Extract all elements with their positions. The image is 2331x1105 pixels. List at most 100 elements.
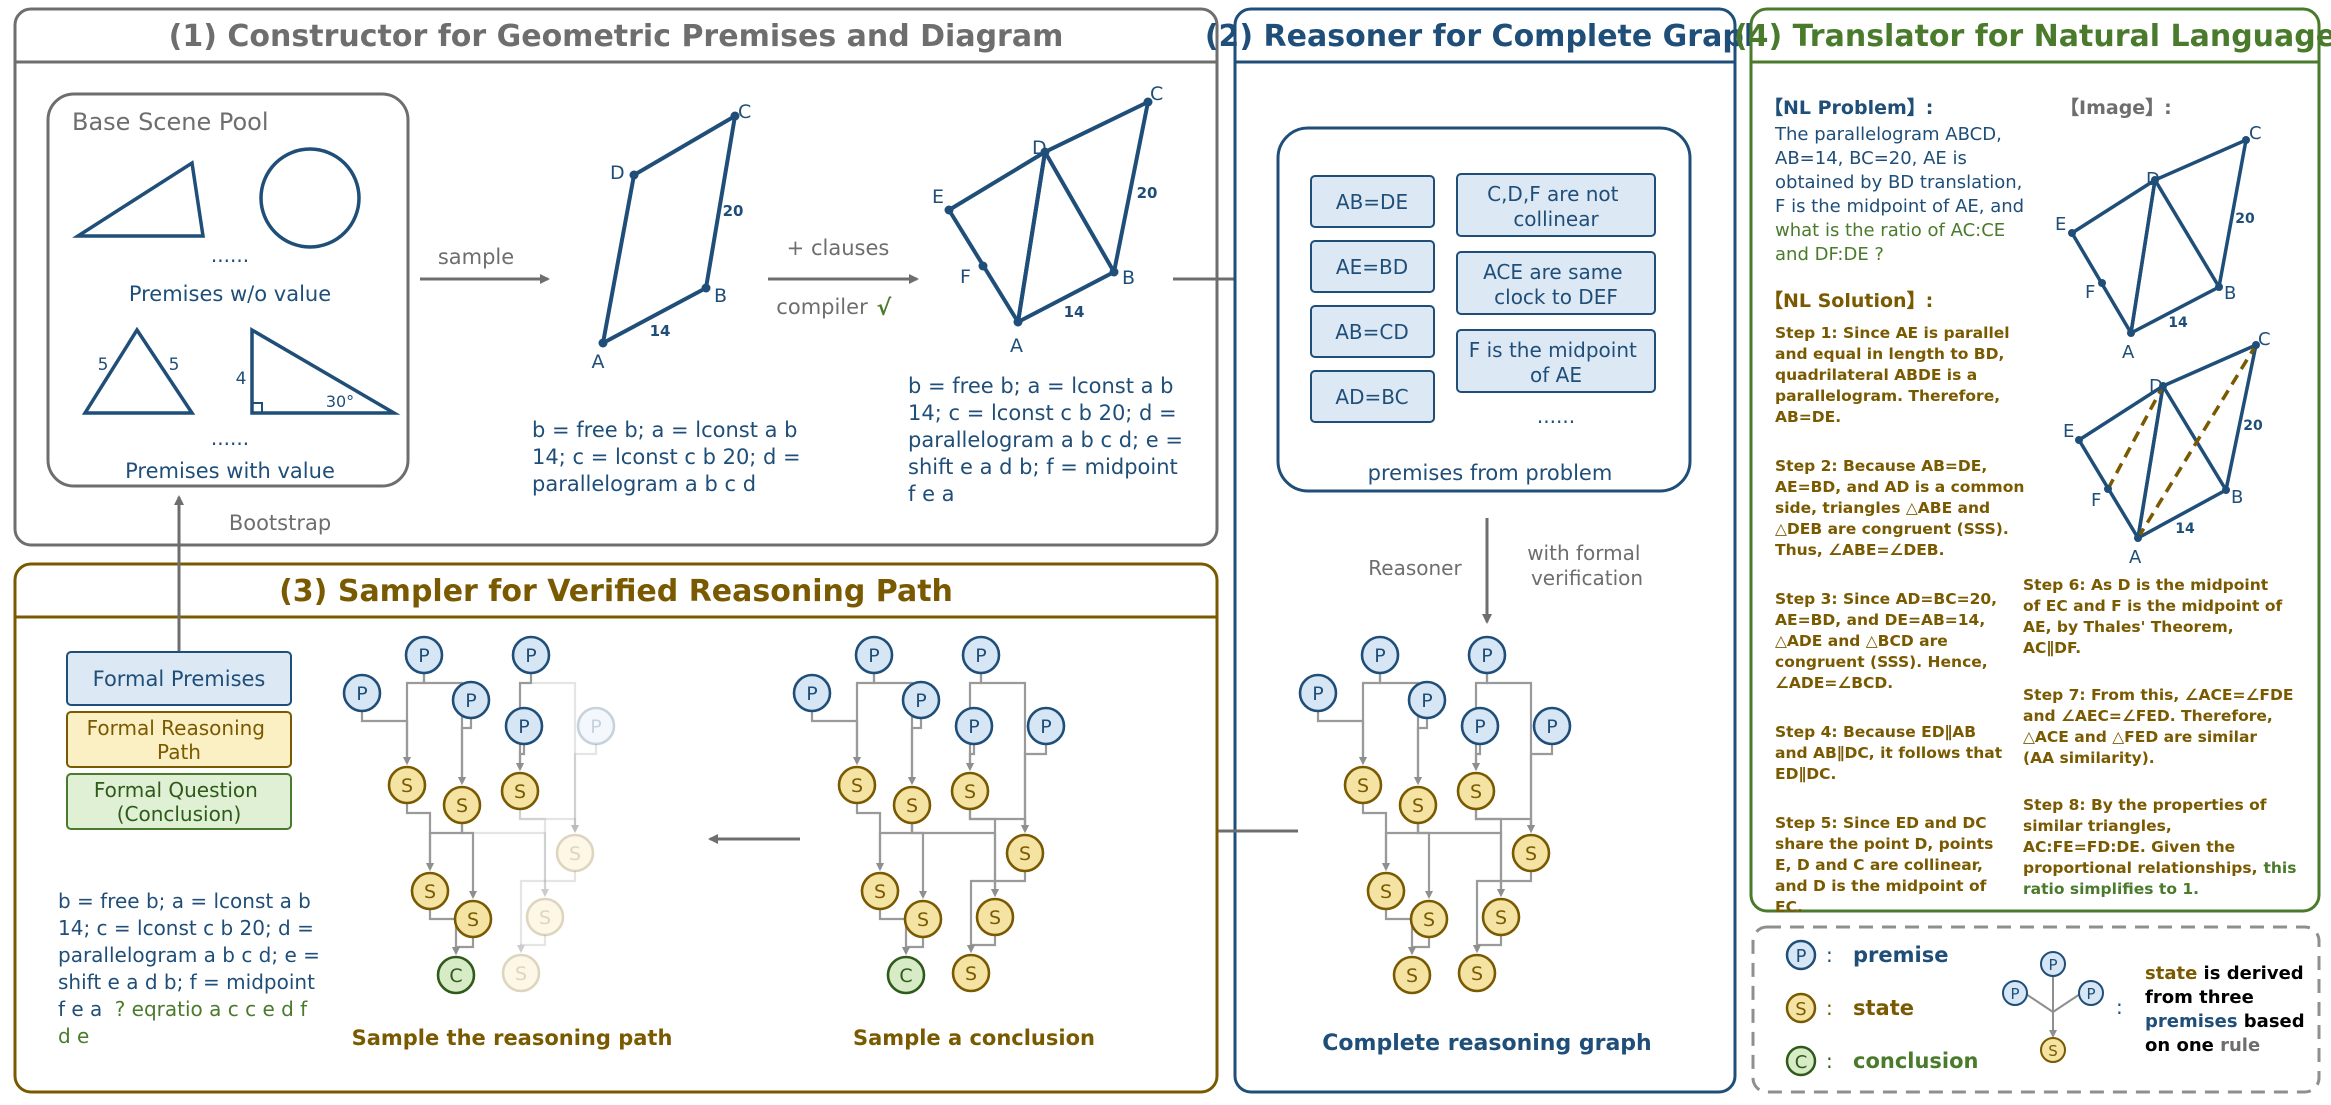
svg-text::: :	[2116, 995, 2123, 1019]
state-node-label: S	[569, 843, 581, 865]
graph-edge	[966, 744, 976, 771]
svg-text:E: E	[2055, 214, 2066, 235]
panel2-title: (2) Reasoner for Complete Graph	[1205, 19, 1765, 54]
svg-text:C: C	[2249, 123, 2262, 144]
premise-node-label: P	[1374, 645, 1385, 667]
state-node: S	[1392, 955, 1432, 995]
legend-description: state is derived from three premises bas…	[2145, 963, 2311, 1056]
premise-node: P	[854, 635, 894, 675]
premise-node: P	[342, 673, 382, 713]
solution-step: Step 2: Because AB=DE,AE=BD, and AD is a…	[1775, 457, 2024, 559]
pool-dots-2: ......	[211, 426, 249, 450]
graph-edge	[1473, 871, 1533, 953]
panel-translator: (4) Translator for Natural Language 【NL …	[1734, 7, 2331, 916]
svg-text:14: 14	[1064, 303, 1085, 321]
nl-problem-header: 【NL Problem】:	[1764, 96, 1933, 119]
graph-edge	[967, 871, 1027, 953]
parallelogram-extended-figure: A B C D E F 14 20	[932, 83, 1163, 357]
pool-isosceles-shape	[81, 326, 196, 415]
graph-edge	[910, 823, 999, 897]
svg-text:E: E	[2063, 421, 2074, 442]
reasoner-label: Reasoner	[1368, 556, 1462, 580]
code-block-3: b = free b; a = lconst a b 14; c = lcons…	[58, 889, 326, 1048]
image-header: 【Image】:	[2060, 96, 2172, 119]
svg-text:20: 20	[1137, 184, 1158, 202]
pool-right-triangle-shape	[250, 326, 401, 415]
svg-text::: :	[1826, 996, 1833, 1020]
premise-node: P	[1298, 673, 1338, 713]
state-node: S	[387, 765, 427, 805]
premise-chips-left: AB=DE AE=BD AB=CD AD=BC	[1310, 175, 1435, 423]
premise-node: P	[961, 635, 1001, 675]
svg-text::: :	[1826, 943, 1833, 967]
legend-premise: premise	[1853, 943, 1948, 967]
svg-text:P: P	[2048, 956, 2057, 974]
state-node-label: S	[1412, 795, 1424, 817]
bootstrap-label: Bootstrap	[229, 511, 331, 535]
svg-text:C,D,F are not collinea: C,D,F are not collinear	[1487, 182, 1625, 231]
graph-edge	[1416, 823, 1505, 897]
graph-edge	[1485, 673, 1535, 833]
svg-text:F: F	[2085, 282, 2095, 303]
svg-text:P: P	[2086, 985, 2095, 1003]
state-node-label: S	[1525, 843, 1537, 865]
svg-text:Formal Premises: Formal Premises	[93, 667, 266, 691]
premise-node: P	[511, 635, 551, 675]
state-node: S	[1511, 833, 1551, 873]
graph-edge	[1474, 809, 1535, 833]
premise-node: P	[901, 680, 941, 720]
conclusion-node-label: C	[899, 965, 912, 987]
svg-text:E: E	[932, 186, 944, 208]
iso-side-left: 5	[98, 355, 109, 375]
premise-node-label: P	[518, 716, 529, 738]
svg-text:B: B	[2224, 283, 2236, 304]
premise-node-label: P	[590, 716, 601, 738]
state-node-label: S	[1471, 963, 1483, 985]
svg-text:C: C	[1795, 1052, 1808, 1073]
graph-edge	[460, 823, 549, 897]
premise-node-label: P	[1421, 690, 1432, 712]
svg-text:B: B	[1122, 267, 1135, 289]
svg-text:F is the midpoint of A: F is the midpoint of AE	[1469, 338, 1643, 387]
svg-text:AD=BC: AD=BC	[1335, 385, 1408, 409]
premise-node: P	[1532, 706, 1572, 746]
conclusion-node-label: C	[449, 965, 462, 987]
graph-edge	[1472, 744, 1482, 771]
svg-text:D: D	[1032, 137, 1047, 159]
state-node-label: S	[1495, 907, 1507, 929]
state-node-label: S	[1019, 843, 1031, 865]
svg-text:Formal Question (Concl: Formal Question (Conclusion)	[94, 778, 264, 826]
svg-text:C: C	[1150, 83, 1163, 105]
state-node-label: S	[851, 775, 863, 797]
svg-text::: :	[1826, 1049, 1833, 1073]
svg-text:D: D	[610, 162, 625, 184]
svg-text:S: S	[2048, 1042, 2058, 1060]
parallelogram-figure: A B C D 14 20	[592, 101, 752, 373]
svg-text:AE=BD: AE=BD	[1336, 255, 1408, 279]
graph-edge	[571, 744, 598, 833]
premise-node-label: P	[975, 645, 986, 667]
svg-text:D: D	[2149, 376, 2163, 397]
sample-label: sample	[438, 245, 514, 269]
premise-node-label: P	[418, 645, 429, 667]
premise-node-label: P	[525, 645, 536, 667]
state-node-label: S	[514, 781, 526, 803]
premises-with-value: Premises with value	[125, 459, 335, 483]
premise-node-label: P	[915, 690, 926, 712]
svg-text:AB=DE: AB=DE	[1336, 190, 1408, 214]
pool-title: Base Scene Pool	[72, 108, 269, 136]
nl-problem-text: The parallelogram ABCD, AB=14, BC=20, AE…	[1774, 124, 2030, 265]
nl-solution-header: 【NL Solution】:	[1764, 289, 1933, 312]
state-node: S	[892, 785, 932, 825]
state-node: S	[903, 899, 943, 939]
premise-node: P	[1460, 706, 1500, 746]
svg-text:ACE are same clock to: ACE are same clock to DEF	[1483, 260, 1629, 309]
state-node-label: S	[515, 963, 527, 985]
state-node-label: S	[1357, 775, 1369, 797]
svg-text:B: B	[2231, 487, 2243, 508]
